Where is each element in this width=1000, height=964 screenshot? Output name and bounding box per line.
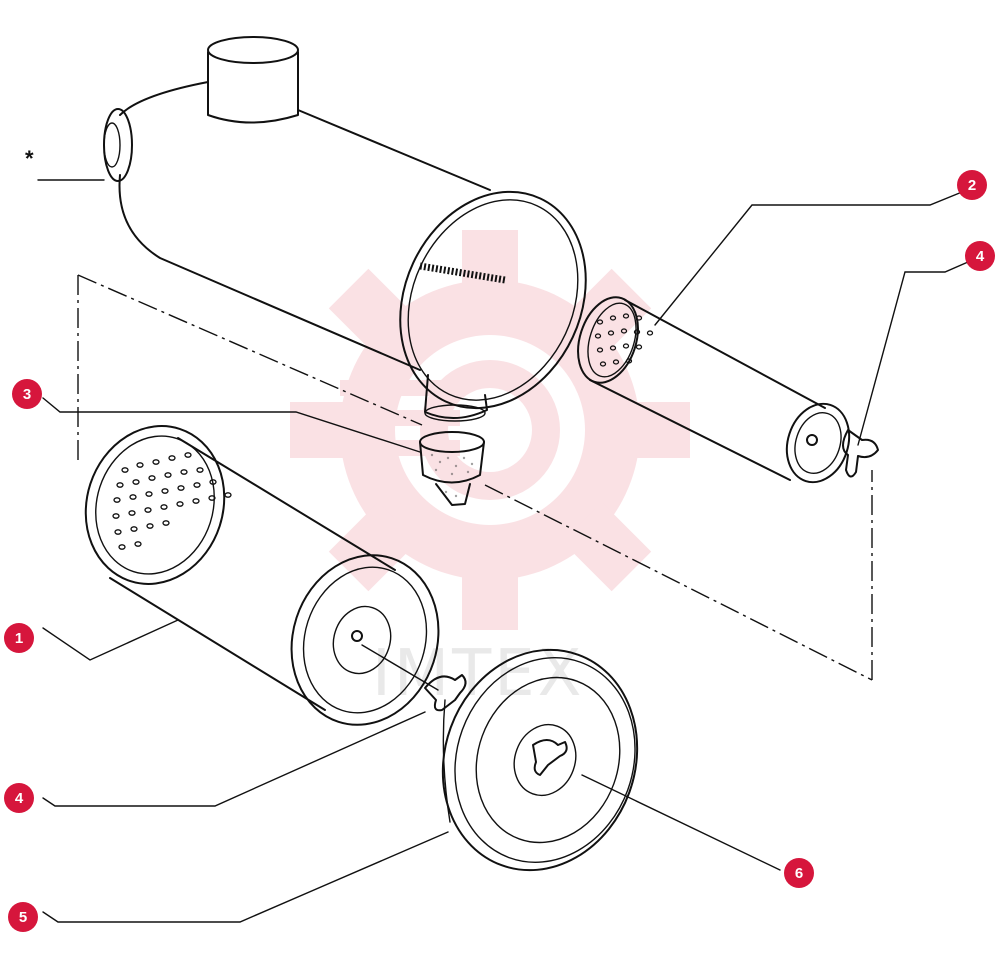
callout-4-main: 4 [4, 783, 34, 813]
callout-5: 5 [8, 902, 38, 932]
wing-nut-safety [842, 429, 879, 478]
main-filter-element [84, 425, 440, 726]
filter-housing [103, 36, 587, 422]
perforation-pattern [112, 452, 232, 550]
callout-1: 1 [4, 623, 34, 653]
asterisk-marker: * [25, 146, 34, 171]
leader-lines [42, 191, 969, 923]
assembly-lines [77, 274, 873, 681]
svg-text:6: 6 [795, 865, 803, 882]
callout-3: 3 [12, 379, 42, 409]
callout-4-safety: 4 [965, 241, 995, 271]
housing-cover [441, 648, 639, 872]
dust-valve [419, 431, 485, 506]
svg-text:5: 5 [19, 909, 27, 926]
callout-2: 2 [957, 170, 987, 200]
svg-text:3: 3 [23, 386, 31, 403]
svg-text:2: 2 [968, 177, 976, 194]
svg-text:4: 4 [15, 790, 24, 807]
safety-filter-element [577, 296, 851, 484]
wing-nut-main [361, 644, 467, 712]
svg-text:4: 4 [976, 248, 985, 265]
callout-6: 6 [784, 858, 814, 888]
svg-text:1: 1 [15, 630, 23, 647]
watermark-logo [290, 230, 690, 630]
